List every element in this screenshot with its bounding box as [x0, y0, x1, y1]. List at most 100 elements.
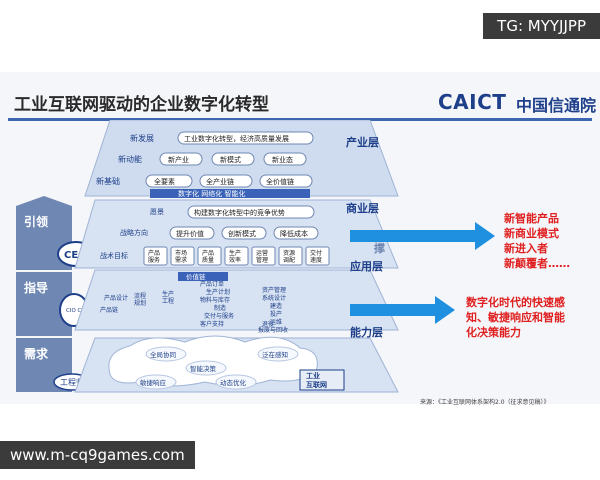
ceo-label: CEO — [64, 250, 87, 261]
source-note: 来源：《工业互联网体系架构2.0（征求意见稿）》 — [420, 399, 550, 406]
application-layer-content: 价值链 产品设计流程规划生产工程产品链产品订单生产计划物料与库存制造交付与服务客… — [100, 272, 288, 334]
capability-bubble — [257, 346, 299, 362]
industry-pill — [211, 152, 255, 166]
layer-name-industry: 产业层 — [346, 135, 379, 149]
sidebar-label-lead: 引领 — [24, 214, 48, 229]
industry-pill-text: 新业态 — [272, 155, 293, 164]
capability-item: 动态优化 — [220, 378, 247, 387]
tactic-label: 质量 — [202, 256, 214, 264]
industry-pill — [145, 174, 193, 188]
capability-bubble — [215, 374, 257, 390]
business-pill-text: 降低成本 — [280, 229, 308, 238]
industry-pill-text: 新模式 — [220, 155, 241, 164]
capability-bubble — [145, 346, 187, 362]
tactic-label: 效率 — [229, 256, 241, 264]
industrial-internet-box — [299, 369, 345, 391]
business-pill-text: 提升价值 — [176, 229, 204, 238]
tactic-box — [143, 246, 168, 266]
value-chain-item: 产品设计 — [104, 294, 128, 302]
tactic-label: 生产 — [229, 249, 241, 257]
tactic-label: 市场 — [175, 249, 187, 257]
outcome-upper-line: 新智能产品 — [504, 211, 559, 225]
value-chain-item: 建造 — [270, 302, 282, 310]
value-chain-bar — [178, 272, 228, 281]
capability-item: 泛在感知 — [262, 350, 288, 359]
business-pill-text: 创新模式 — [228, 229, 256, 238]
business-pill-text: 构建数字化转型中的竞争优势 — [194, 208, 285, 217]
value-chain-item: 制造 — [214, 304, 226, 312]
industrial-internet-label-2: 互联网 — [306, 380, 327, 389]
outcome-upper-line: 新颠覆者…… — [504, 256, 570, 270]
outcome-upper-line: 新进入者 — [504, 241, 548, 255]
industry-pill-text: 新产业 — [168, 155, 189, 164]
industry-foot-text: 数字化 网络化 智能化 — [178, 189, 245, 198]
value-chain-item: 资产管理 — [262, 286, 286, 294]
industry-pill-text: 全产业链 — [206, 177, 234, 186]
tactic-label: 产品 — [148, 249, 160, 257]
arrow-lower — [350, 296, 455, 324]
layer-name-application: 应用层 — [350, 259, 383, 273]
value-chain-item: 报废与回收 — [258, 326, 288, 334]
value-chain-item: 生产 — [162, 290, 174, 298]
outcome-lower-line: 化决策能力 — [466, 325, 521, 339]
business-row-label: 战略方向 — [120, 228, 148, 237]
tactic-box — [170, 246, 195, 266]
industry-row-label: 新基础 — [96, 176, 120, 186]
layer-tags: 产业层 商业层 应用层 能力层 撑 — [346, 135, 385, 339]
capability-item: 敏捷响应 — [140, 378, 167, 387]
business-layer-content: 愿景 构建数字化转型中的竞争优势 战略方向 提升价值 创新模式 降低成本 战术目… — [100, 205, 330, 266]
value-chain-item: 客户支持 — [200, 320, 224, 328]
value-chain-item: 交付与服务 — [204, 312, 234, 320]
slide-title: 工业互联网驱动的企业数字化转型 — [14, 95, 269, 115]
tactic-label: 服务 — [148, 256, 160, 264]
business-pill — [169, 226, 215, 240]
industry-pill-text: 工业数字化转型，经济高质量发展 — [184, 134, 289, 143]
tactic-label: 调配 — [283, 256, 295, 264]
tactic-label: 资源 — [283, 249, 295, 257]
value-chain-item: 物料与库存 — [200, 296, 230, 304]
application-items: 产品设计流程规划生产工程产品链产品订单生产计划物料与库存制造交付与服务客户支持资… — [100, 280, 288, 334]
architecture-diagram: 引领 指导 需求 CEO CIO CTO CDO 工程师 产业层 商业层 应用层… — [16, 120, 570, 393]
capability-item: 全局协同 — [150, 350, 176, 359]
industry-pill-text: 全要素 — [154, 177, 175, 186]
sidebar-label-demand: 需求 — [24, 346, 49, 361]
business-pill — [187, 205, 315, 219]
value-chain-label: 价值链 — [186, 272, 206, 281]
industry-pill — [259, 174, 313, 188]
value-chain-item: 运维 — [270, 318, 282, 326]
value-chain-item: 流程 — [134, 292, 146, 300]
business-row-label: 战术目标 — [100, 251, 128, 260]
value-chain-item: 系统设计 — [262, 294, 286, 302]
industry-pill — [263, 152, 307, 166]
value-chain-item: 规划 — [134, 299, 146, 307]
capability-bubble — [185, 360, 227, 376]
tactic-label: 速度 — [310, 256, 322, 264]
outcome-lower-line: 知、敏捷响应和智能 — [465, 310, 565, 324]
arrow-upper — [350, 222, 495, 250]
industry-row-label: 新动能 — [118, 154, 142, 164]
capability-items: 全局协同智能决策泛在感知敏捷响应动态优化 — [135, 346, 299, 390]
business-pill — [221, 226, 267, 240]
tactic-box — [197, 246, 222, 266]
industry-layer-content: 新发展 工业数字化转型，经济高质量发展 新动能 新产业 新模式 新业态 新基础 … — [96, 131, 314, 198]
industry-row-label: 新发展 — [130, 133, 154, 143]
value-chain-item: 投产 — [270, 310, 282, 318]
industry-pill — [159, 152, 203, 166]
value-chain-item: 产品链 — [100, 306, 118, 314]
caict-logo: CAICT — [438, 90, 507, 114]
outcome-lower-line: 数字化时代的快速感 — [466, 295, 565, 309]
industrial-internet-label-1: 工业 — [306, 371, 320, 380]
industry-foot-bar — [150, 189, 310, 198]
capability-bubble — [135, 374, 177, 390]
industry-pill — [199, 174, 253, 188]
tactic-box — [251, 246, 276, 266]
capability-layer-content: 全局协同智能决策泛在感知敏捷响应动态优化 工业 互联网 — [108, 335, 345, 391]
industry-pill-text: 全价值链 — [266, 177, 294, 186]
watermark-tag: TG: MYYJJPP — [483, 13, 600, 39]
layer-name-capability: 能力层 — [350, 325, 383, 339]
value-chain-item: 工程 — [162, 297, 174, 305]
tactic-box — [278, 246, 303, 266]
watermark-url: www.m-cq9games.com — [0, 441, 195, 469]
